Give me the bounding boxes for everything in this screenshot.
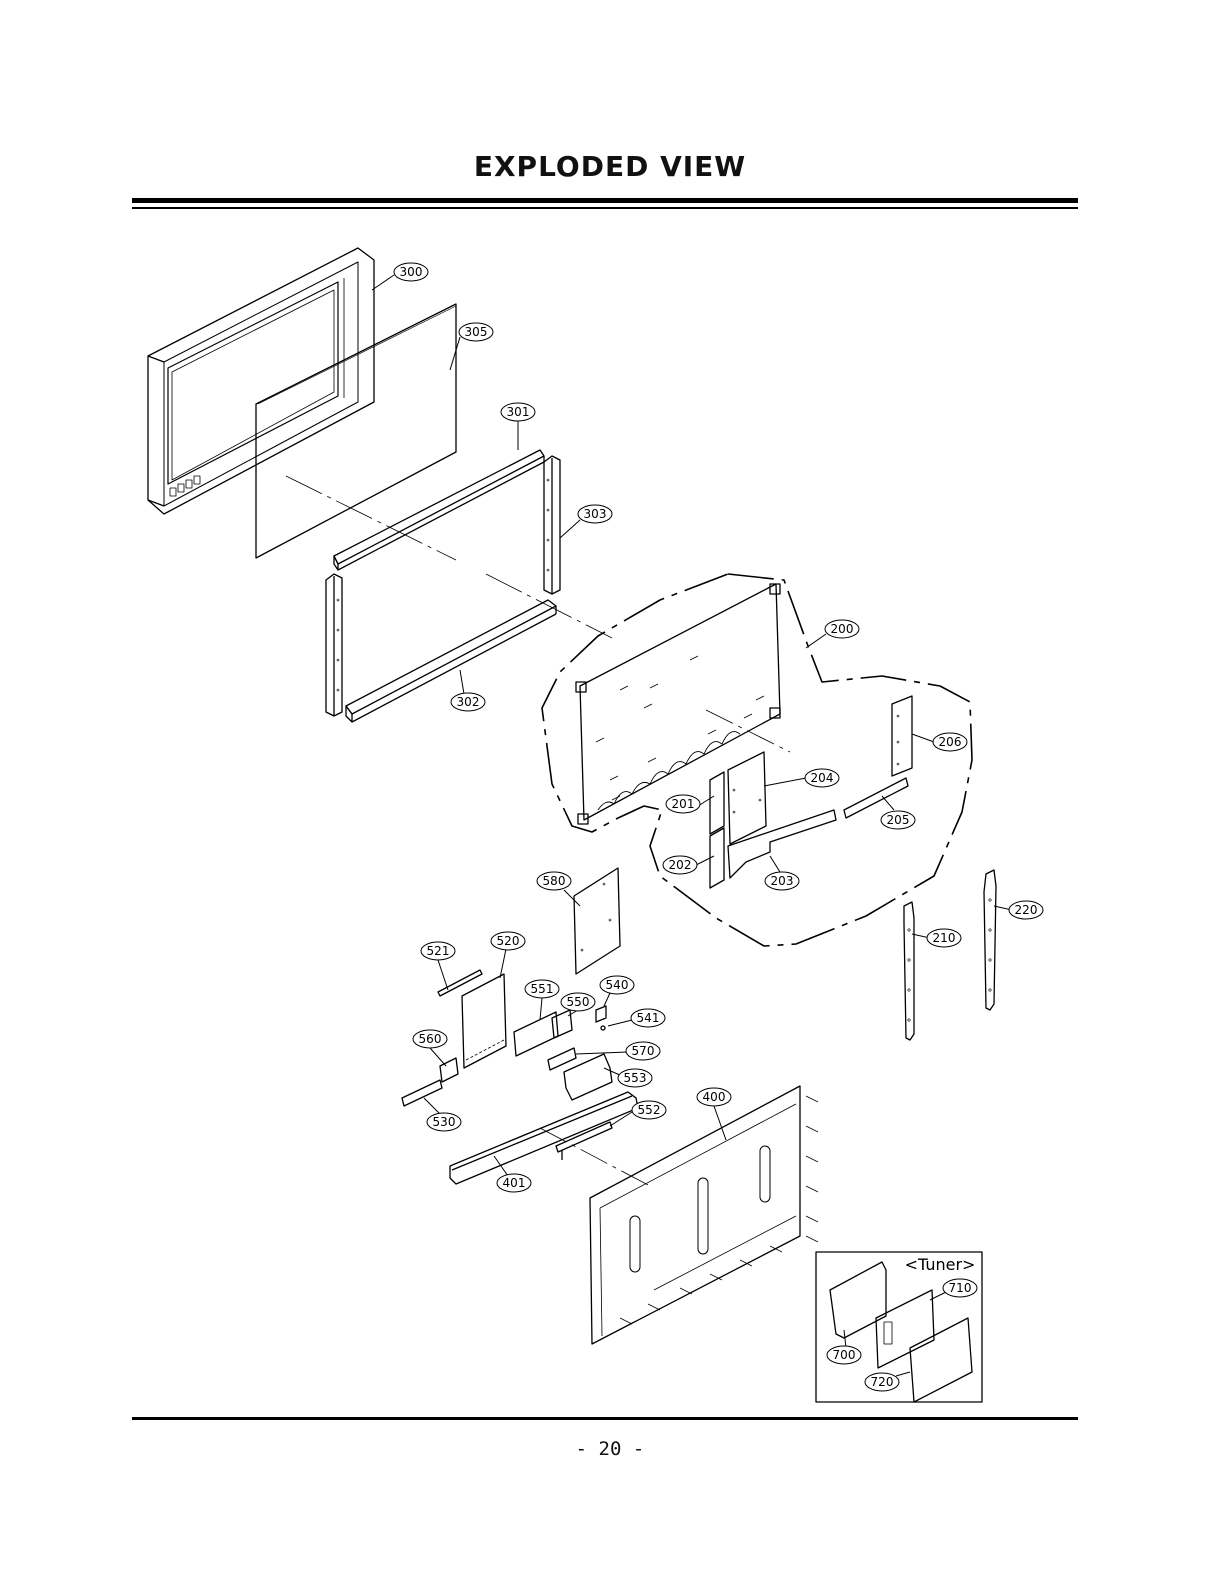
part-200-pdp-module-boundary: [542, 574, 972, 946]
svg-text:551: 551: [531, 982, 554, 996]
svg-text:530: 530: [433, 1115, 456, 1129]
svg-text:206: 206: [939, 735, 962, 749]
callout-300: 300: [394, 263, 428, 281]
part-206-board: [892, 696, 912, 776]
callout-301: 301: [501, 403, 535, 421]
callout-205: 205: [881, 811, 915, 829]
part-720-tuner-shield: [910, 1318, 972, 1402]
callout-530: 530: [427, 1113, 461, 1131]
part-204-board: [728, 752, 766, 844]
tuner-inset: [816, 1252, 982, 1402]
part-left-side-bracket: [326, 574, 342, 716]
tuner-label: <Tuner>: [905, 1255, 976, 1274]
footer-rule: [132, 1417, 1078, 1420]
callout-305: 305: [459, 323, 493, 341]
part-580-board: [574, 868, 620, 974]
callout-302: 302: [451, 693, 485, 711]
svg-text:205: 205: [887, 813, 910, 827]
callout-200: 200: [825, 620, 859, 638]
svg-text:200: 200: [831, 622, 854, 636]
svg-text:540: 540: [606, 978, 629, 992]
part-202-board: [710, 828, 724, 888]
part-305-filter-glass: [256, 304, 456, 560]
svg-text:201: 201: [672, 797, 695, 811]
callout-551: 551: [525, 980, 559, 998]
svg-text:400: 400: [703, 1090, 726, 1104]
callout-540: 540: [600, 976, 634, 994]
callouts: 300 305 301 303 302 200 206 204 201 205 …: [394, 263, 1043, 1391]
callout-210: 210: [927, 929, 961, 947]
svg-text:541: 541: [637, 1011, 660, 1025]
callout-700: 700: [827, 1346, 861, 1364]
svg-text:401: 401: [503, 1176, 526, 1190]
svg-text:710: 710: [949, 1281, 972, 1295]
part-700-tuner-bracket: [830, 1262, 886, 1338]
callout-303: 303: [578, 505, 612, 523]
callout-521: 521: [421, 942, 455, 960]
svg-text:301: 301: [507, 405, 530, 419]
part-300-front-cabinet: [148, 248, 374, 514]
svg-text:580: 580: [543, 874, 566, 888]
assembly-centerline-lower: [540, 1128, 650, 1186]
svg-text:303: 303: [584, 507, 607, 521]
callout-203: 203: [765, 872, 799, 890]
callout-553: 553: [618, 1069, 652, 1087]
part-203-board: [728, 810, 836, 878]
callout-202: 202: [663, 856, 697, 874]
svg-text:300: 300: [400, 265, 423, 279]
svg-text:552: 552: [638, 1103, 661, 1117]
part-570-board: [548, 1048, 576, 1070]
callout-201: 201: [666, 795, 700, 813]
svg-text:553: 553: [624, 1071, 647, 1085]
part-540-module: [596, 1006, 606, 1022]
svg-text:210: 210: [933, 931, 956, 945]
callout-720: 720: [865, 1373, 899, 1391]
svg-text:203: 203: [771, 874, 794, 888]
callout-400: 400: [697, 1088, 731, 1106]
callout-552: 552: [632, 1101, 666, 1119]
part-201-board: [710, 772, 724, 834]
callout-220: 220: [1009, 901, 1043, 919]
svg-text:560: 560: [419, 1032, 442, 1046]
svg-text:720: 720: [871, 1375, 894, 1389]
svg-text:570: 570: [632, 1044, 655, 1058]
svg-text:521: 521: [427, 944, 450, 958]
svg-text:700: 700: [833, 1348, 856, 1362]
svg-text:202: 202: [669, 858, 692, 872]
part-530-board: [402, 1080, 442, 1106]
part-521-bracket: [438, 970, 482, 996]
leader-lines: [372, 275, 1012, 1376]
page-number: - 20 -: [0, 1438, 1220, 1460]
svg-text:204: 204: [811, 771, 834, 785]
callout-560: 560: [413, 1030, 447, 1048]
callout-570: 570: [626, 1042, 660, 1060]
svg-text:302: 302: [457, 695, 480, 709]
callout-541: 541: [631, 1009, 665, 1027]
pdp-panel: [576, 584, 790, 824]
callout-710: 710: [943, 1279, 977, 1297]
part-541-screw: [601, 1026, 605, 1030]
part-303-right-bracket: [544, 456, 560, 594]
callout-580: 580: [537, 872, 571, 890]
assembly-centerline: [486, 574, 612, 638]
callout-401: 401: [497, 1174, 531, 1192]
part-400-back-cover: [590, 1086, 818, 1344]
svg-text:305: 305: [465, 325, 488, 339]
part-220-stand: [984, 870, 996, 1010]
svg-text:520: 520: [497, 934, 520, 948]
part-550-bracket: [552, 1010, 572, 1038]
callout-550: 550: [561, 993, 595, 1011]
svg-text:550: 550: [567, 995, 590, 1009]
part-551-board: [514, 1012, 558, 1056]
svg-text:220: 220: [1015, 903, 1038, 917]
part-210-stand: [904, 902, 914, 1040]
callout-520: 520: [491, 932, 525, 950]
part-520-board: [462, 974, 506, 1068]
callout-204: 204: [805, 769, 839, 787]
callout-206: 206: [933, 733, 967, 751]
part-401-bottom-cover: [450, 1092, 638, 1184]
part-710-tuner-board: [876, 1290, 934, 1368]
